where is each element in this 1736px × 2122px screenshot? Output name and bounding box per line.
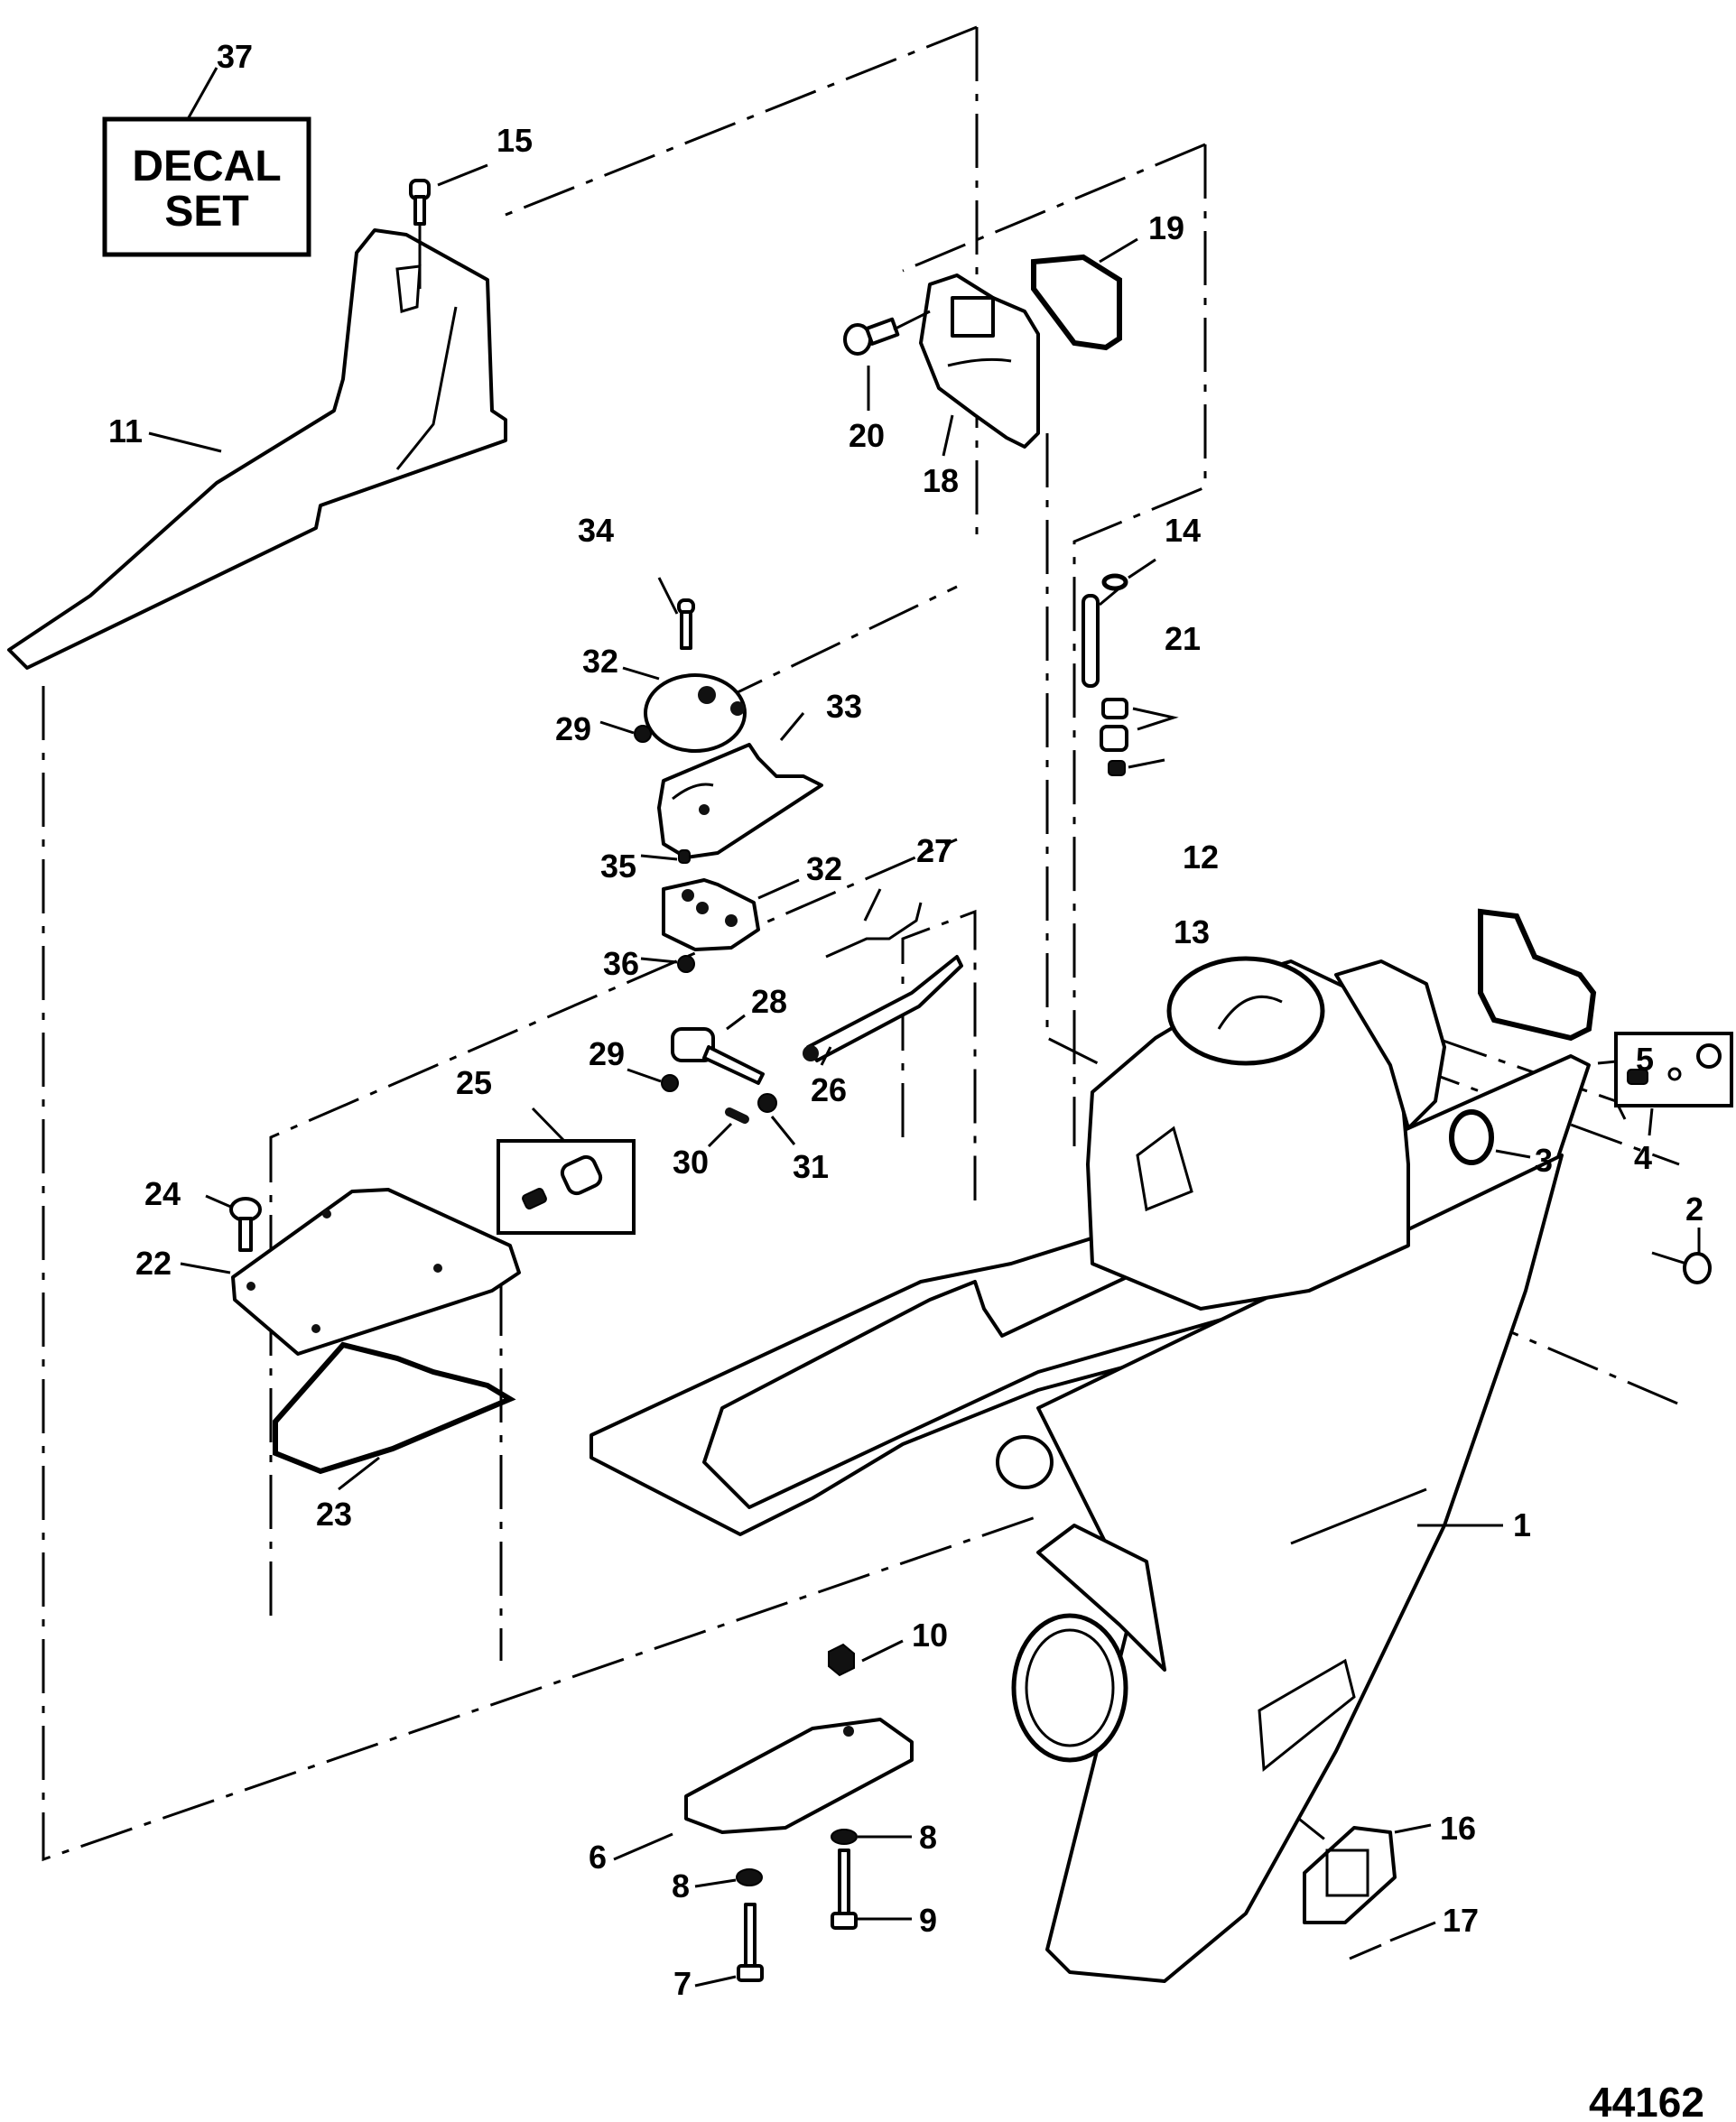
callout-8-left: 8 <box>672 1867 690 1904</box>
part-17-screw <box>1349 1921 1436 1960</box>
part-23-gasket <box>273 1341 516 1491</box>
part-16-plate <box>1303 1823 1432 1924</box>
callout-5: 5 <box>1636 1041 1654 1078</box>
callout-31: 31 <box>793 1148 829 1185</box>
part-13-nut <box>1108 758 1165 776</box>
part-15-screw <box>409 163 488 289</box>
callout-26: 26 <box>811 1071 847 1108</box>
part-8-washer-left <box>694 1868 763 1888</box>
part-18-cover <box>919 273 1040 457</box>
callout-33: 33 <box>826 688 862 725</box>
callout-24: 24 <box>144 1175 181 1212</box>
callout-21: 21 <box>1165 620 1201 657</box>
callout-36: 36 <box>603 945 639 982</box>
part-10-nut <box>828 1639 904 1677</box>
part-34-bolt <box>657 577 695 650</box>
part-29-setscrew-upper <box>599 720 652 743</box>
callout-labels: 1 2 3 4 5 6 7 8 8 9 10 11 12 13 14 15 16… <box>108 38 1704 2002</box>
callout-23: 23 <box>316 1496 352 1533</box>
callout-7: 7 <box>673 1965 692 2002</box>
callout-12: 12 <box>1183 839 1219 876</box>
part-4-kit-box <box>1614 1032 1733 1136</box>
callout-19: 19 <box>1148 209 1184 246</box>
callout-27: 27 <box>916 832 952 869</box>
callout-32-upper: 32 <box>582 643 618 680</box>
callout-22: 22 <box>135 1245 172 1282</box>
part-24-screw <box>205 1194 262 1252</box>
part-32-lower-plate <box>662 878 800 951</box>
callout-13: 13 <box>1174 913 1210 950</box>
part-6-anode <box>613 1718 914 1861</box>
callout-8-right: 8 <box>919 1819 937 1856</box>
part-14-oring <box>1101 558 1156 591</box>
part-2-screw <box>1651 1228 1712 1284</box>
decal-set-box: DECAL SET <box>102 67 311 257</box>
callout-35: 35 <box>600 848 636 885</box>
callout-16: 16 <box>1440 1810 1476 1847</box>
callout-20: 20 <box>849 417 885 454</box>
part-11-fin <box>7 228 507 670</box>
guide-lines <box>42 25 1689 1862</box>
part-28-lever <box>671 1014 765 1085</box>
callout-29-lower: 29 <box>589 1035 625 1072</box>
part-21-pin <box>1082 580 1128 688</box>
callout-4: 4 <box>1634 1139 1652 1176</box>
callout-30: 30 <box>673 1144 709 1181</box>
part-31-washer <box>757 1093 796 1145</box>
part-20-bolt <box>843 310 931 411</box>
callout-3: 3 <box>1535 1142 1553 1179</box>
callout-29-upper: 29 <box>555 710 591 747</box>
part-35-pin <box>640 849 691 864</box>
callout-37: 37 <box>217 38 253 75</box>
part-12-bushings <box>1100 698 1179 752</box>
part-30-pin <box>707 1107 749 1148</box>
callout-10: 10 <box>912 1617 948 1654</box>
decal-label-line1: DECAL <box>132 143 281 190</box>
part-36-nut <box>640 955 695 973</box>
callout-6: 6 <box>589 1839 607 1876</box>
part-29-setscrew-lower <box>627 1068 679 1092</box>
callout-9: 9 <box>919 1902 937 1939</box>
part-5-gasket <box>1478 908 1626 1065</box>
part-27-clip <box>825 888 923 959</box>
callout-28: 28 <box>751 983 787 1020</box>
part-25-detent-kit <box>497 1107 636 1235</box>
callout-2: 2 <box>1685 1191 1704 1228</box>
callout-15: 15 <box>497 122 533 159</box>
decal-label-line2: SET <box>164 188 248 236</box>
callout-1: 1 <box>1513 1506 1531 1543</box>
part-9-bolt <box>831 1849 912 1930</box>
part-22-cover-plate <box>180 1188 521 1356</box>
callout-34: 34 <box>578 512 614 549</box>
callout-32-lower: 32 <box>806 850 842 887</box>
callout-17: 17 <box>1443 1902 1479 1939</box>
part-7-bolt <box>694 1903 764 1988</box>
callout-11: 11 <box>108 412 143 449</box>
callout-14: 14 <box>1165 512 1201 549</box>
part-8-washer-right <box>831 1829 912 1845</box>
part-19-gasket <box>1031 237 1138 351</box>
figure-number: 44162 <box>1589 2079 1704 2122</box>
callout-18: 18 <box>923 462 959 499</box>
part-32-upper-plate <box>622 666 747 753</box>
part-1-gear-housing <box>589 956 1591 1983</box>
callout-25: 25 <box>456 1064 492 1101</box>
part-26-rod <box>803 955 963 1066</box>
part-3-oring <box>1449 1109 1531 1165</box>
part-33-trim-plate <box>657 712 823 859</box>
